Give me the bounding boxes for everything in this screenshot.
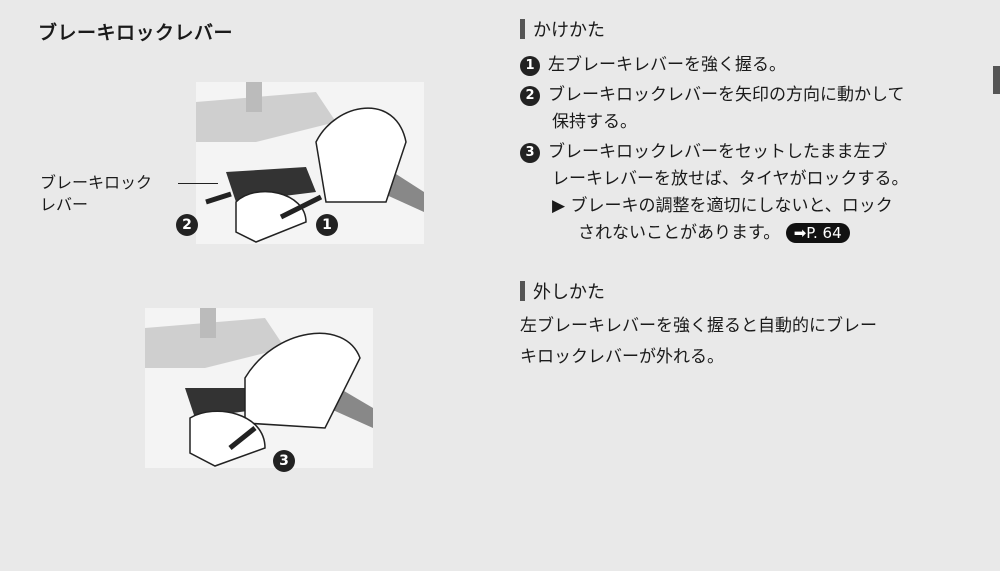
page-reference-label: P. 64 [806, 224, 842, 242]
adjustment-note: ▶ ブレーキの調整を適切にしないと、ロック されないことがあります。 ➡P. 6… [552, 193, 972, 247]
step-number: 1 [520, 56, 540, 76]
callout-text-2: レバー [40, 195, 89, 214]
section-heading-release: 外しかた [520, 278, 605, 304]
heading-bar [520, 19, 525, 39]
handlebar-hand-drawing [196, 82, 424, 243]
callout-leader-line [178, 183, 218, 184]
brake-lock-release-illustration: 3 [145, 308, 373, 472]
brake-lock-apply-illustration: 1 2 [176, 82, 424, 244]
release-instructions: 左ブレーキレバーを強く握ると自動的にブレー キロックレバーが外れる。 [520, 311, 970, 373]
step-text: ブレーキロックレバーをセットしたまま左ブ [548, 142, 888, 162]
brake-lock-lever-callout: ブレーキロック レバー [40, 172, 152, 216]
page-reference-link[interactable]: ➡P. 64 [785, 223, 850, 243]
step-text: ブレーキロックレバーを矢印の方向に動かして [548, 85, 905, 105]
note-text: ブレーキの調整を適切にしないと、ロック [570, 196, 893, 216]
release-text: 左ブレーキレバーを強く握ると自動的にブレー [520, 316, 877, 336]
note-text: されないことがあります。 [578, 223, 781, 243]
step-number: 3 [520, 143, 540, 163]
marker-3: 3 [273, 450, 295, 472]
marker-2: 2 [176, 214, 198, 236]
heading-text: かけかた [533, 20, 605, 41]
step-3: 3 ブレーキロックレバーをセットしたまま左ブレーキレバーを放せば、タイヤがロックす… [520, 139, 970, 193]
callout-text-1: ブレーキロック [40, 173, 153, 192]
step-text: レーキレバーを放せば、タイヤがロックする。 [552, 169, 909, 189]
heading-bar [520, 281, 525, 301]
chapter-tab-marker [993, 66, 1000, 94]
note-marker-icon: ▶ [552, 196, 566, 216]
step-2: 2 ブレーキロックレバーを矢印の方向に動かして保持する。 [520, 82, 970, 136]
arrow-right-icon: ➡ [793, 224, 807, 242]
step-1: 1 左ブレーキレバーを強く握る。 [520, 52, 970, 79]
step-number: 2 [520, 86, 540, 106]
marker-1: 1 [316, 214, 338, 236]
step-text: 左ブレーキレバーを強く握る。 [548, 55, 786, 75]
release-text: キロックレバーが外れる。 [520, 347, 724, 367]
page-title: ブレーキロックレバー [38, 22, 234, 44]
step-text: 保持する。 [552, 112, 637, 132]
section-heading-apply: かけかた [520, 16, 605, 42]
handlebar-hand-drawing [145, 308, 373, 467]
heading-text: 外しかた [533, 282, 605, 303]
